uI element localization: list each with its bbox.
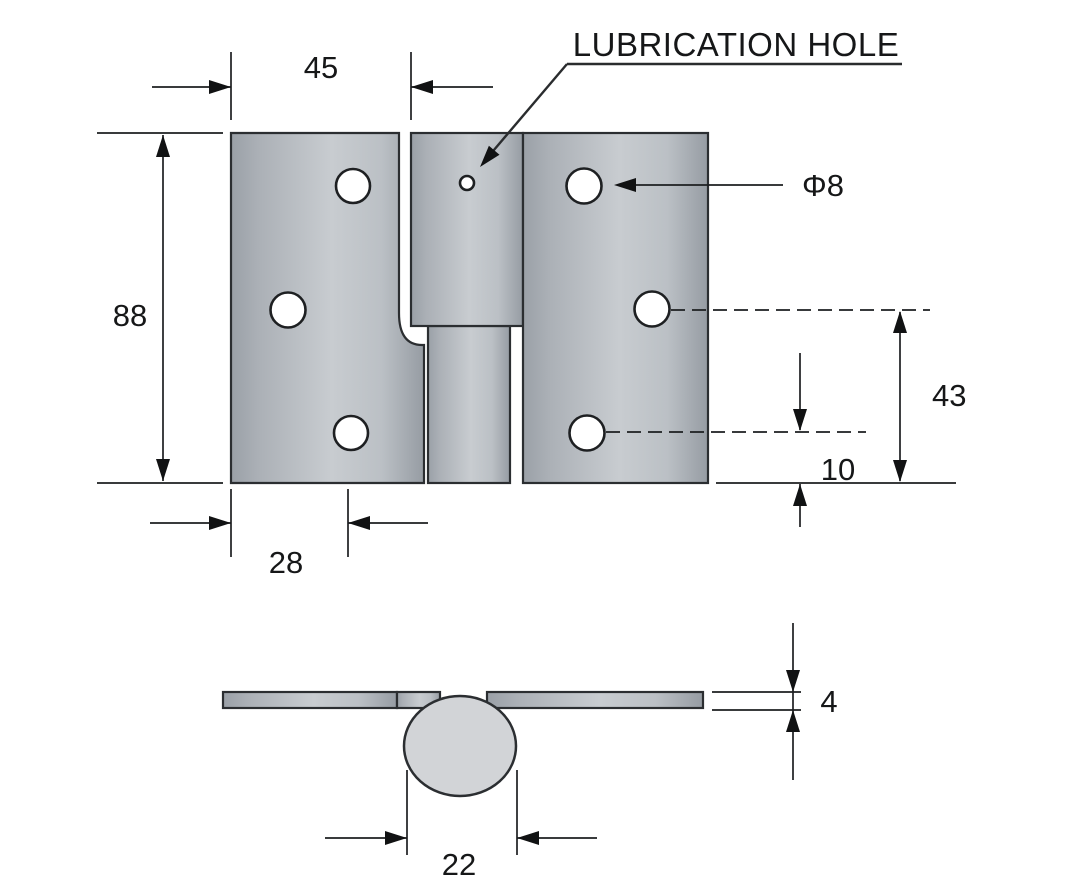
right-leaf-hole-bottom <box>568 414 606 452</box>
dim-22-value: 22 <box>442 847 476 882</box>
left-leaf-hole-middle <box>269 291 307 329</box>
dimension-22: 22 <box>325 770 597 882</box>
phi8-callout: Φ8 <box>614 168 844 203</box>
dimension-28: 28 <box>150 489 428 580</box>
dim-10-arrow-up-icon <box>793 484 807 506</box>
left-leaf <box>229 131 426 485</box>
phi8-label: Φ8 <box>802 168 844 203</box>
lubrication-hole <box>458 174 476 192</box>
dimension-43: 43 <box>893 311 966 482</box>
dim-88-arrow-up-icon <box>156 135 170 157</box>
left-leaf-hole-bottom <box>332 414 370 452</box>
lubrication-hole-callout: LUBRICATION HOLE <box>480 26 902 167</box>
dim-28-arrow-right-icon <box>348 516 370 530</box>
phi8-arrowhead-icon <box>614 178 636 192</box>
dim-45-value: 45 <box>304 50 338 85</box>
dim-43-arrow-up-icon <box>893 311 907 333</box>
dimension-4: 4 <box>712 623 838 780</box>
dim-88-arrow-down-icon <box>156 459 170 481</box>
dimension-45: 45 <box>152 50 493 120</box>
dim-45-arrow-left-icon <box>209 80 231 94</box>
lubrication-hole-label: LUBRICATION HOLE <box>573 26 899 63</box>
middle-knuckle <box>409 131 525 328</box>
side-knuckle-barrel <box>402 694 518 798</box>
dim-10-arrow-down-icon <box>793 409 807 431</box>
dimension-10: 10 <box>793 353 855 527</box>
right-leaf-hole-top <box>565 167 603 205</box>
dim-10-value: 10 <box>821 452 855 487</box>
right-leaf-hole-middle <box>633 290 671 328</box>
dim-43-arrow-down-icon <box>893 460 907 482</box>
dim-45-arrow-right-icon <box>411 80 433 94</box>
lubrication-leader-arrowhead-icon <box>480 145 500 167</box>
dim-43-value: 43 <box>932 378 966 413</box>
dim-22-arrow-left-icon <box>385 831 407 845</box>
dim-4-arrow-up-icon <box>786 710 800 732</box>
dim-22-arrow-right-icon <box>517 831 539 845</box>
dim-28-value: 28 <box>269 545 303 580</box>
side-left-leaf <box>221 690 399 710</box>
pin-barrel-lower <box>426 324 512 485</box>
lubrication-leader-line <box>487 63 568 158</box>
top-view <box>229 131 710 485</box>
right-leaf <box>521 131 710 485</box>
dim-4-arrow-down-icon <box>786 670 800 692</box>
dimension-88: 88 <box>97 132 223 484</box>
side-view <box>221 690 705 798</box>
dim-28-arrow-left-icon <box>209 516 231 530</box>
dim-88-value: 88 <box>113 298 147 333</box>
dim-4-value: 4 <box>820 684 837 719</box>
side-right-leaf <box>485 690 705 710</box>
left-leaf-hole-top <box>334 167 372 205</box>
